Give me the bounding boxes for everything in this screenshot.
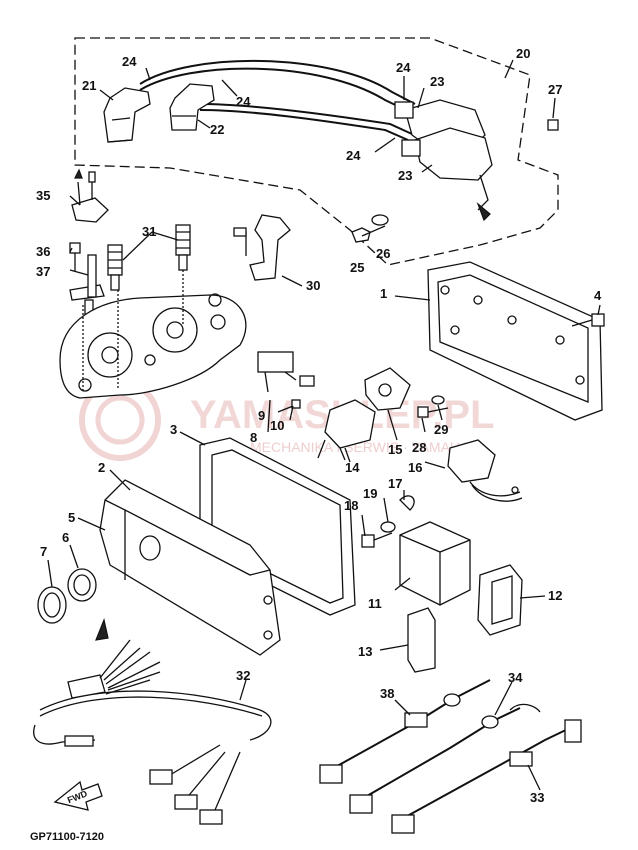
- leader-lines: [47, 59, 601, 791]
- bracket-12: [477, 564, 523, 636]
- callout-19: 19: [363, 486, 377, 501]
- sensor-35: [71, 168, 109, 223]
- callout-32: 32: [236, 668, 250, 683]
- callout-13: 13: [358, 644, 372, 659]
- rectifier-8: [257, 351, 315, 393]
- plug-cap-22: [169, 83, 215, 131]
- bolt-28: [417, 406, 449, 418]
- holder-13: [407, 607, 436, 673]
- callout-36: 36: [36, 244, 50, 259]
- washer-19: [380, 521, 396, 533]
- callout-33: 33: [530, 790, 544, 805]
- callout-23: 23: [398, 168, 412, 183]
- diagram-code: GP71100-7120: [30, 831, 104, 843]
- electrical-cover-2: [99, 479, 281, 656]
- callout-10: 10: [270, 418, 284, 433]
- fwd-arrow-icon: FWD: [53, 780, 103, 811]
- washer-26: [371, 214, 389, 226]
- callout-9: 9: [258, 408, 265, 423]
- washer-29: [431, 395, 445, 405]
- callout-24: 24: [396, 60, 411, 75]
- callout-2: 2: [98, 460, 105, 475]
- callout-7: 7: [40, 544, 47, 559]
- callout-20: 20: [516, 46, 530, 61]
- cable-38: [319, 679, 491, 784]
- relay-14: [317, 399, 376, 463]
- spark-plug-31-a: [107, 244, 123, 291]
- watermark-tagline: MECHANIKA I SERWIS · YAMAHA: [250, 439, 470, 455]
- callout-31: 31: [142, 224, 156, 239]
- cap-27: [547, 119, 559, 131]
- cylinder-head: [59, 293, 247, 399]
- plug-cap-21: [103, 87, 151, 143]
- callout-29: 29: [434, 422, 448, 437]
- bolt-18: [361, 532, 393, 548]
- callout-22: 22: [210, 122, 224, 137]
- callout-24: 24: [122, 54, 137, 69]
- callout-38: 38: [380, 686, 394, 701]
- wire-harness-32: [33, 617, 272, 825]
- callout-27: 27: [548, 82, 562, 97]
- grommet-6: [67, 568, 97, 602]
- callout-26: 26: [376, 246, 390, 261]
- callout-25: 25: [350, 260, 364, 275]
- bolt-36: [69, 242, 81, 272]
- spark-plug-lead-cables: [139, 59, 416, 141]
- assembly-boundary-20: [74, 37, 559, 266]
- callout-21: 21: [82, 78, 96, 93]
- sensor-15: [364, 367, 411, 411]
- callout-12: 12: [548, 588, 562, 603]
- cdi-unit-11: [399, 521, 471, 606]
- callout-8: 8: [250, 430, 257, 445]
- module-16: [447, 439, 523, 502]
- callout-16: 16: [408, 460, 422, 475]
- callout-28: 28: [412, 440, 426, 455]
- callout-24: 24: [346, 148, 361, 163]
- callout-11: 11: [368, 596, 382, 611]
- alignment-lines: [82, 270, 184, 390]
- callout-23: 23: [430, 74, 444, 89]
- bracket-30: [233, 214, 291, 281]
- bolt-10: [277, 399, 301, 413]
- callout-3: 3: [170, 422, 177, 437]
- callout-17: 17: [388, 476, 402, 491]
- callout-37: 37: [36, 264, 50, 279]
- ignition-coil-23-lower: [401, 127, 493, 222]
- callout-18: 18: [344, 498, 358, 513]
- bolt-25: [351, 225, 386, 243]
- callout-14: 14: [345, 460, 360, 475]
- callout-24: 24: [236, 94, 251, 109]
- callout-30: 30: [306, 278, 320, 293]
- callout-numbers: 24 21 24 22 24 23 24 23 20 27 26 25 35 3…: [36, 46, 602, 805]
- callout-6: 6: [62, 530, 69, 545]
- callout-15: 15: [388, 442, 402, 457]
- clip-17: [399, 495, 415, 511]
- callout-5: 5: [68, 510, 75, 525]
- callout-4: 4: [594, 288, 602, 303]
- cable-33: [391, 719, 582, 834]
- callout-35: 35: [36, 188, 50, 203]
- cdi-box-cover-1: [427, 261, 603, 421]
- spark-plug-31-b: [175, 224, 191, 271]
- callout-1: 1: [380, 286, 387, 301]
- cable-34: [349, 703, 541, 814]
- callout-34: 34: [508, 670, 523, 685]
